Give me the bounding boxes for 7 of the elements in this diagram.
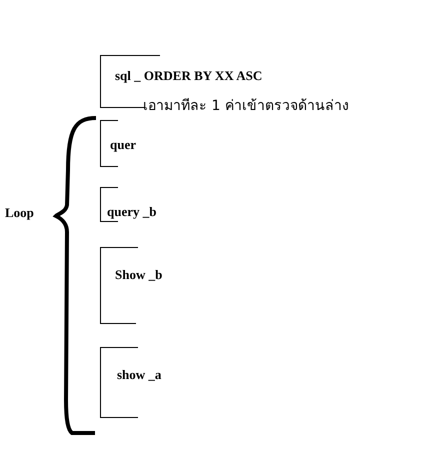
code-label: query _b xyxy=(107,205,156,218)
code-label: show _a xyxy=(117,368,162,381)
note-text: เอามาทีละ 1 ค่าเข้าตรวจด้านล่าง xyxy=(143,99,349,113)
code-label: quer xyxy=(110,138,136,151)
code-label: sql _ ORDER BY XX ASC xyxy=(115,69,262,82)
loop-label: Loop xyxy=(5,205,34,221)
code-label: Show _b xyxy=(115,268,162,281)
